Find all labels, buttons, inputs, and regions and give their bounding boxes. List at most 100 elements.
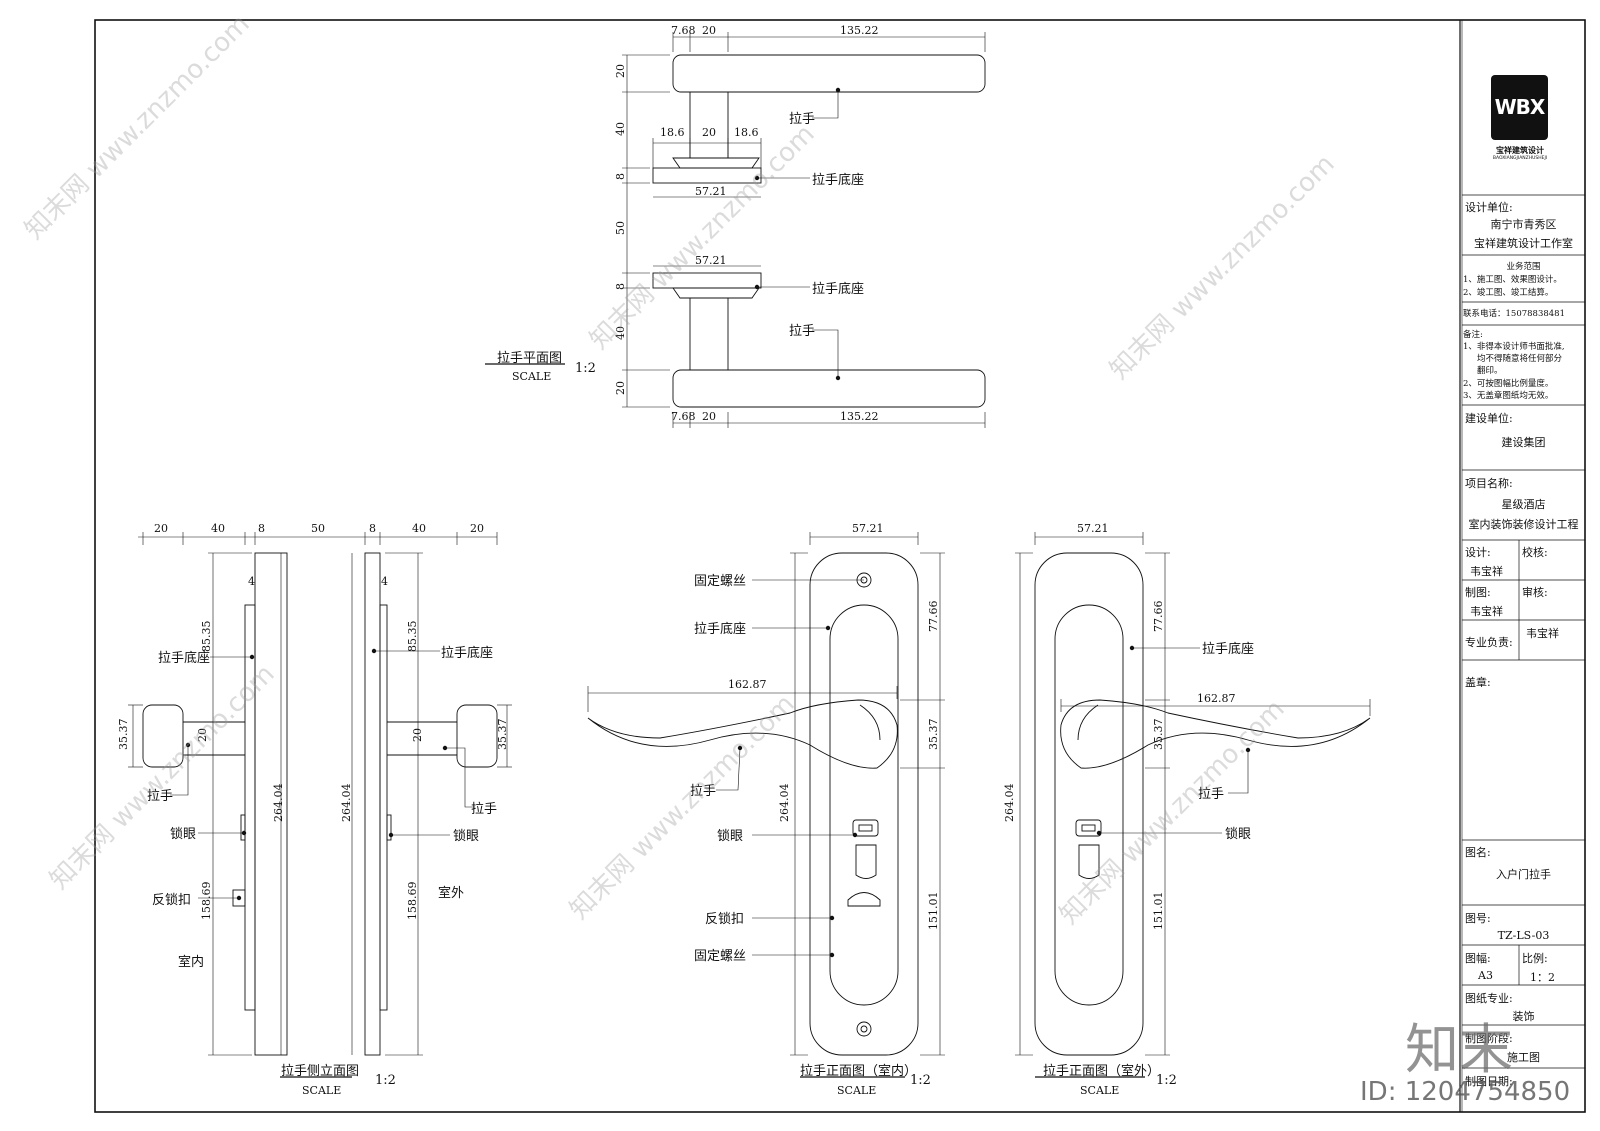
note-1a: 1、非得本设计师书面批准, xyxy=(1463,342,1565,352)
side-view-scale-ratio: 1:2 xyxy=(375,1073,396,1088)
dim-side-158b: 158.69 xyxy=(406,882,419,921)
note-2: 2、可按图幅比例量度。 xyxy=(1463,379,1554,389)
designer-name: 韦宝祥 xyxy=(1470,565,1503,578)
drawing-no-label: 图号: xyxy=(1465,912,1491,925)
dim-side-50: 50 xyxy=(311,522,325,535)
stamp-label: 盖章: xyxy=(1465,676,1491,689)
dim-side-158a: 158.69 xyxy=(200,882,213,921)
dim-side-20b: 20 xyxy=(470,522,484,535)
dim-plan-top-2: 20 xyxy=(702,24,716,37)
client-label: 建设单位: xyxy=(1465,412,1513,425)
design-unit-line2: 宝祥建筑设计工作室 xyxy=(1474,237,1573,250)
dim-fi-151: 151.01 xyxy=(927,892,940,931)
drafter-name: 韦宝祥 xyxy=(1470,605,1503,618)
front-view-outdoor xyxy=(1015,532,1371,1078)
dim-side-85b: 85.35 xyxy=(406,621,419,653)
drawing-name-label: 图名: xyxy=(1465,846,1491,859)
sheet-border xyxy=(94,19,1586,1113)
dim-plan-bot-3: 135.22 xyxy=(840,410,879,423)
drawing-no: TZ-LS-03 xyxy=(1497,929,1550,942)
plan-view-title: 拉手平面图 xyxy=(497,351,562,366)
label-side-keyhole-right: 锁眼 xyxy=(453,828,479,844)
front-outdoor-scale-word: SCALE xyxy=(1080,1084,1119,1097)
dim-plan-18-6-right: 18.6 xyxy=(734,126,759,139)
label-side-keyhole-left: 锁眼 xyxy=(170,826,196,842)
label-fo-keyhole: 锁眼 xyxy=(1225,826,1251,842)
dim-fo-35: 35.37 xyxy=(1152,719,1165,751)
discipline: 装饰 xyxy=(1512,1010,1535,1023)
label-side-handle-right: 拉手 xyxy=(471,802,497,817)
front-outdoor-title: 拉手正面图（室外） xyxy=(1043,1063,1160,1079)
client-name: 建设集团 xyxy=(1501,436,1546,449)
dim-fi-264: 264.04 xyxy=(778,784,791,823)
label-fi-reverse-lock: 反锁扣 xyxy=(705,911,744,927)
label-fi-handle: 拉手 xyxy=(690,784,716,799)
business-scope-title: 业务范围 xyxy=(1506,262,1541,272)
plan-view xyxy=(485,32,986,428)
label-side-base-right: 拉手底座 xyxy=(441,645,493,661)
checker-label: 校核: xyxy=(1522,546,1548,559)
label-plan-base-bottom: 拉手底座 xyxy=(812,281,864,297)
contact-phone: 联系电话：15078838481 xyxy=(1463,309,1565,319)
note-1b: 均不得随意将任何部分 xyxy=(1477,354,1563,364)
dim-plan-v-50: 50 xyxy=(614,221,627,235)
watermark-id: ID: 1204754850 xyxy=(1360,1077,1571,1107)
label-fi-fixing-screw-top: 固定螺丝 xyxy=(694,574,746,589)
dim-plan-v-40a: 40 xyxy=(614,122,627,136)
front-indoor-title: 拉手正面图（室内） xyxy=(800,1063,917,1079)
discipline-label: 图纸专业: xyxy=(1465,992,1513,1005)
dim-plan-v-20b: 20 xyxy=(614,381,627,395)
dim-plan-bot-1: 7.68 xyxy=(671,410,696,423)
label-plan-base-top: 拉手底座 xyxy=(812,172,864,188)
label-side-reverse-lock: 反锁扣 xyxy=(152,892,191,908)
front-indoor-scale-word: SCALE xyxy=(837,1084,876,1097)
dim-side-8b: 8 xyxy=(369,522,376,535)
front-view-indoor xyxy=(587,532,945,1078)
dim-side-20a: 20 xyxy=(154,522,168,535)
reviewer-label: 审核: xyxy=(1522,586,1548,599)
stage-label: 制图阶段: xyxy=(1465,1032,1513,1045)
label-fo-base: 拉手底座 xyxy=(1202,641,1254,657)
side-view-scale-word: SCALE xyxy=(302,1084,341,1097)
label-plan-handle-bottom: 拉手 xyxy=(789,324,815,339)
stage: 施工图 xyxy=(1507,1051,1540,1064)
dim-plan-v-40b: 40 xyxy=(614,326,627,340)
dim-fo-264: 264.04 xyxy=(1003,784,1016,823)
company-logo-cn: 宝祥建筑设计 xyxy=(1496,145,1544,155)
label-fi-base: 拉手底座 xyxy=(694,621,746,637)
dim-fo-77: 77.66 xyxy=(1152,601,1165,633)
company-logo: WBX xyxy=(1491,75,1548,140)
title-block-grid xyxy=(1462,194,1585,1069)
business-scope-2: 2、竣工图、竣工结算。 xyxy=(1463,288,1554,298)
dim-plan-v-20a: 20 xyxy=(614,64,627,78)
dim-side-4a: 4 xyxy=(248,575,255,588)
dim-side-20c: 20 xyxy=(196,728,209,742)
side-view-title: 拉手侧立面图 xyxy=(281,1064,359,1079)
dim-plan-57-lower: 57.21 xyxy=(695,254,727,267)
label-side-handle-left: 拉手 xyxy=(147,789,173,804)
design-unit-line1: 南宁市青秀区 xyxy=(1490,218,1557,231)
design-unit-label: 设计单位: xyxy=(1465,201,1513,214)
dim-fi-35: 35.37 xyxy=(927,719,940,751)
dim-fi-57: 57.21 xyxy=(852,522,884,535)
label-side-base-left: 拉手底座 xyxy=(158,650,210,666)
drawing-name: 入户门拉手 xyxy=(1496,868,1551,881)
dim-plan-v-8b: 8 xyxy=(614,283,627,290)
project-line2: 室内装饰装修设计工程 xyxy=(1468,518,1579,531)
dim-plan-18-6-left: 18.6 xyxy=(660,126,685,139)
dim-plan-top-1: 7.68 xyxy=(671,24,696,37)
label-side-indoor: 室内 xyxy=(178,954,204,970)
note-3: 3、无盖章图纸均无效。 xyxy=(1463,391,1554,401)
dim-plan-bot-2: 20 xyxy=(702,410,716,423)
dim-fo-57: 57.21 xyxy=(1077,522,1109,535)
date-label: 制图日期: xyxy=(1465,1075,1513,1088)
label-fo-handle: 拉手 xyxy=(1198,787,1224,802)
label-side-outdoor: 室外 xyxy=(438,885,464,901)
dim-side-264b: 264.04 xyxy=(340,784,353,823)
plan-view-scale-ratio: 1:2 xyxy=(575,361,596,376)
business-scope-1: 1、施工图、效果图设计。 xyxy=(1463,275,1562,285)
dim-side-85a: 85.35 xyxy=(200,621,213,653)
dim-fo-151: 151.01 xyxy=(1152,892,1165,931)
dim-fo-162: 162.87 xyxy=(1197,692,1236,705)
dim-side-8a: 8 xyxy=(258,522,265,535)
